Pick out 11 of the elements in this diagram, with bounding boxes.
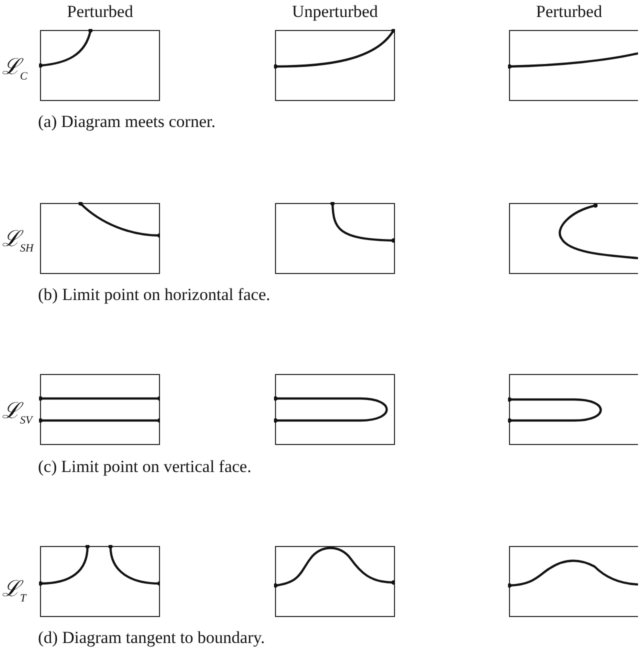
row-symbol: ℒ$_{T}$ [2,575,26,604]
row-symbol: ℒ$_{SH}$ [2,225,34,254]
figure-caption: (c) Limit point on vertical face. [38,457,252,477]
figure-caption: (b) Limit point on horizontal face. [38,285,270,305]
column-heading: Perturbed [67,2,134,22]
figure-caption: (d) Diagram tangent to boundary. [38,628,265,648]
figure-caption: (a) Diagram meets corner. [38,112,216,132]
column-heading: Perturbed [536,2,602,22]
row-symbol: ℒ$_{SV}$ [2,397,32,426]
column-heading: Unperturbed [292,2,378,22]
row-symbol: ℒ$_{C}$ [2,53,28,82]
